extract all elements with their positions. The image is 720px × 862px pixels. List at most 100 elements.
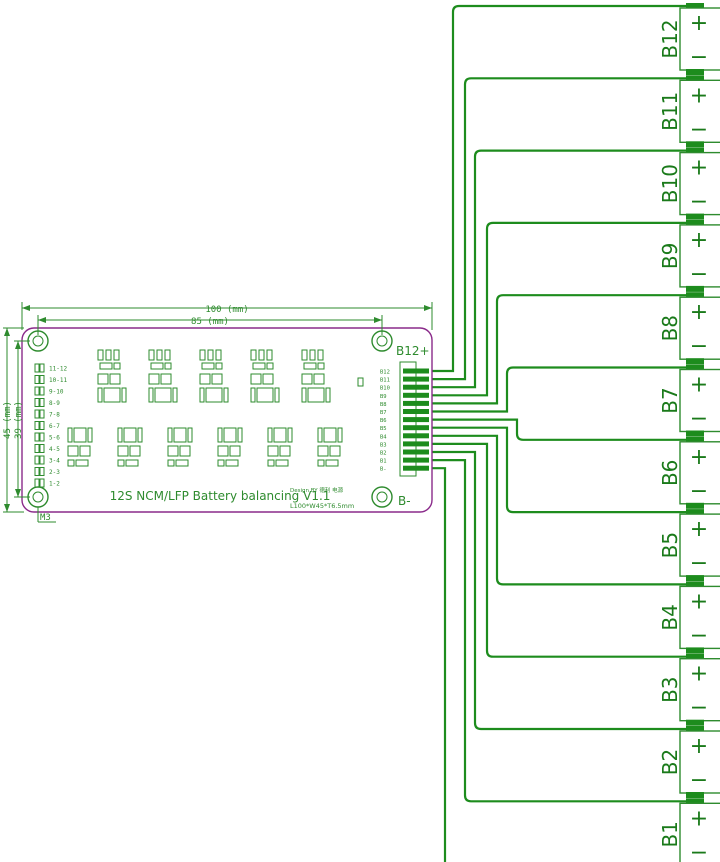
cell-label: B4	[658, 604, 682, 630]
indicator-resistor	[39, 363, 45, 373]
cell-label: B10	[658, 164, 682, 203]
channel-label: 4-5	[49, 446, 60, 453]
dimension-height: 45 (mm)	[3, 327, 24, 513]
channel-label: 9-10	[49, 389, 64, 396]
minus-icon: −	[690, 768, 708, 793]
cell-label: B1	[658, 821, 682, 847]
balance-wire	[429, 366, 695, 413]
connector-pin	[403, 400, 429, 406]
pcb-board: 100 (mm) 85 (mm) 45 (mm) 39 (mm)	[3, 302, 433, 523]
battery-cell-b2: + −B2	[658, 726, 720, 798]
indicator-resistor	[39, 409, 45, 419]
channel-label: 2-3	[49, 469, 60, 476]
board-title: 12S NCM/LFP Battery balancing V1.1	[110, 489, 331, 503]
connector-pin-label: B9	[380, 394, 387, 400]
indicator-resistor	[39, 398, 45, 407]
cell-cap-top	[686, 436, 704, 443]
height-dimension-label: 45 (mm)	[3, 401, 13, 439]
plus-icon: +	[690, 734, 708, 759]
connector-pin	[403, 384, 429, 390]
indicator-led	[34, 386, 40, 396]
cell-cap-top	[686, 653, 704, 660]
balancer-module-footprint	[67, 427, 93, 467]
battery-cell-b6: + −B6	[658, 436, 720, 509]
connector-pin-label: B7	[380, 410, 387, 416]
cell-cap-bottom	[686, 213, 704, 220]
cell-label: B9	[658, 243, 682, 269]
minus-icon: −	[690, 696, 708, 721]
indicator-resistor	[39, 467, 45, 476]
connector-pin-label: B1	[380, 459, 387, 465]
cell-cap-bottom	[686, 358, 704, 365]
cell-body	[679, 7, 720, 71]
balancer-module-footprint	[117, 427, 143, 467]
battery-cell-b10: +−B10	[658, 147, 720, 220]
cell-label: B8	[658, 315, 682, 341]
cell-label: B7	[658, 387, 682, 413]
cell-body	[679, 368, 720, 433]
balance-wire	[429, 450, 695, 731]
cell-label: B5	[658, 532, 682, 558]
minus-icon: −	[690, 479, 708, 504]
plus-icon: +	[690, 300, 708, 325]
cell-cap-top	[686, 75, 704, 82]
cell-label: B11	[658, 92, 682, 131]
cell-body	[679, 79, 720, 144]
balance-wire	[429, 149, 695, 389]
cell-cap-bottom	[686, 575, 704, 582]
connector-pin	[403, 409, 429, 414]
balance-wire	[429, 434, 695, 586]
plus-icon: +	[690, 806, 708, 831]
minus-icon: −	[690, 117, 708, 142]
connector-pin	[403, 417, 429, 423]
negative-terminal-label: B-	[398, 494, 411, 508]
plus-icon: +	[690, 156, 708, 181]
cell-label: B6	[658, 460, 682, 486]
battery-cell-stack: +−B12+−B11+−B10+−B9+−B8+−B7+−B6+−B5+−B4+…	[658, 3, 720, 862]
cell-cap-bottom	[686, 792, 704, 798]
balance-wire	[429, 426, 695, 514]
balancer-module-footprint	[317, 427, 343, 467]
plus-icon: +	[690, 445, 708, 470]
indicator-resistor	[39, 444, 45, 453]
cell-cap-top	[686, 147, 704, 154]
battery-cell-b11: + −B11	[658, 75, 720, 148]
indicator-resistor	[39, 432, 45, 442]
channel-label: 11-12	[49, 366, 67, 373]
cell-label: B2	[658, 749, 682, 775]
balance-wire	[429, 294, 695, 405]
cell-cap-top	[686, 364, 704, 371]
channel-label: 5-6	[49, 435, 60, 442]
cell-cap-bottom	[686, 285, 704, 292]
dimension-width: 100 (mm)	[21, 302, 433, 330]
cell-cap-bottom	[686, 647, 704, 654]
battery-cell-b5: +−B5	[658, 509, 720, 582]
cell-label: B3	[658, 676, 682, 702]
status-led	[357, 377, 364, 387]
balancer-module-footprint	[250, 349, 280, 403]
connector-pin-label: B-	[380, 467, 387, 473]
plus-icon: +	[690, 83, 708, 108]
dimension-hole-height: 39 (mm)	[14, 340, 30, 498]
connector-pin	[403, 441, 429, 447]
cell-cap-top	[686, 292, 704, 299]
battery-cell-b12: +−B12	[658, 3, 720, 75]
positive-terminal-label: B12+	[396, 344, 430, 358]
connector-pin-label: B2	[380, 451, 387, 457]
indicator-led	[34, 478, 40, 488]
balancer-module-footprint	[148, 349, 178, 403]
connector-pin	[403, 433, 429, 439]
minus-icon: −	[690, 840, 708, 862]
cell-cap-top	[686, 581, 704, 588]
channel-label: 7-8	[49, 412, 60, 419]
channel-label: 6-7	[49, 423, 60, 430]
balancer-module-footprint	[167, 427, 193, 467]
pcb-outline	[21, 327, 433, 513]
balancer-module-footprint	[301, 349, 331, 403]
connector-pin-label: B5	[380, 426, 387, 432]
cell-body	[679, 513, 720, 577]
design-note: Design BY 德利 电源	[290, 486, 344, 494]
battery-cell-b1: + −B1	[658, 798, 720, 862]
connector-pin	[403, 449, 429, 455]
